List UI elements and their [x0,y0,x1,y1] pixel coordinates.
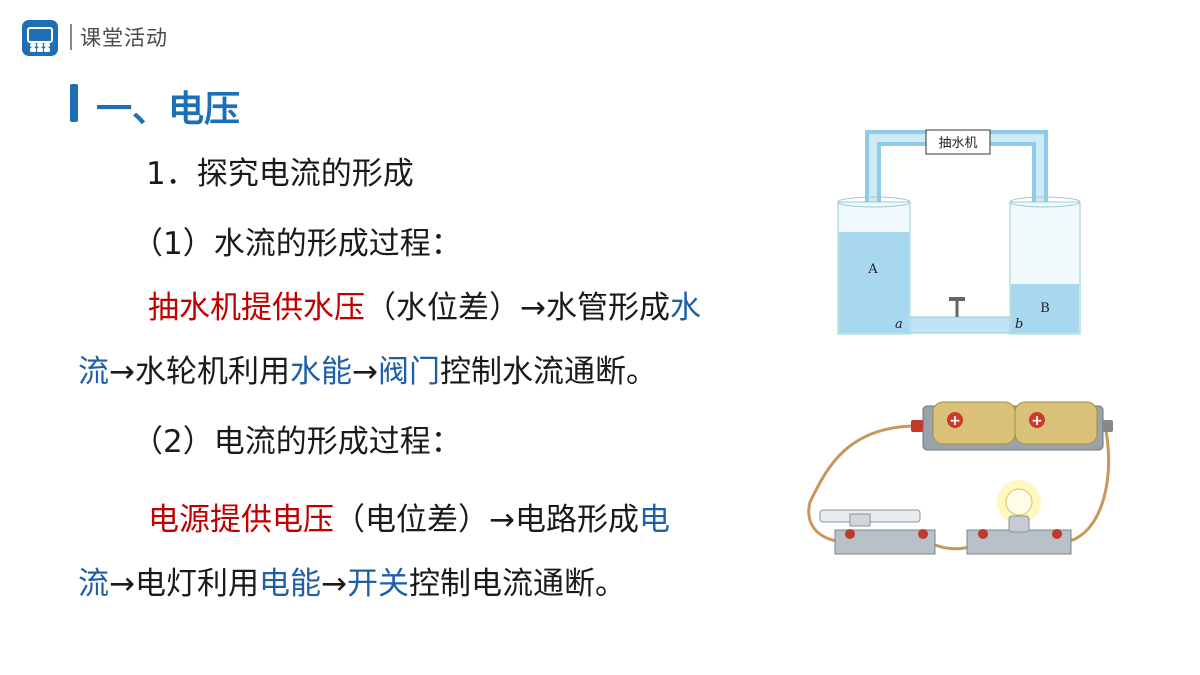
current-phrase-start: 电 [638,502,670,538]
pump-label: 抽水机 [938,136,977,151]
water-flow-phrase-end: 流 [78,354,109,390]
classroom-people-icon [22,20,58,56]
point-b-label: b [1015,317,1023,332]
electric-circuit-diagram: + + [807,401,1113,555]
water-line-1-mid: （水位差）→水管形成 [365,290,670,326]
electric-line-2: 流→电灯利用电能→开关控制电流通断。 [78,564,626,604]
water-flow-phrase-start: 水 [669,290,701,326]
switch-phrase: 开关 [346,566,409,602]
point-a-label: a [895,317,903,332]
electric-line-2-end: 控制电流通断。 [408,566,626,602]
water-line-2-end: 控制水流通断。 [439,354,657,390]
electric-arrow: → [320,566,347,602]
water-subheading: （1）水流的形成过程： [132,226,462,262]
electric-subheading: （2）电流的形成过程： [132,424,462,460]
water-valve-phrase: 阀门 [377,354,440,390]
electric-line-1-mid: （电位差）→电路形成 [334,502,639,538]
water-pressure-phrase: 抽水机提供水压 [148,290,365,326]
water-line-2-a: →水轮机利用 [109,354,290,390]
header-divider [70,24,72,50]
section-heading: 1．探究电流的形成 [146,156,414,192]
voltage-phrase: 电源提供电压 [148,502,334,538]
water-arrow: → [351,354,378,390]
title-accent-bar [70,84,78,122]
header-section-label: 课堂活动 [80,26,168,50]
electric-line-2-a: →电灯利用 [109,566,259,602]
water-line-2: 流→水轮机利用水能→阀门控制水流通断。 [78,352,657,392]
electric-line-1: 电源提供电压（电位差）→电路形成电 [148,500,670,540]
page-title: 一、电压 [96,89,241,130]
electric-energy-phrase: 电能 [258,566,321,602]
tank-a-label: A [867,262,878,277]
water-line-1: 抽水机提供水压（水位差）→水管形成水 [148,288,701,328]
current-phrase-end: 流 [78,566,109,602]
water-system-diagram: 抽水机 A B a b [837,129,1081,335]
water-energy-phrase: 水能 [289,354,352,390]
svg-text:+: + [1031,413,1043,429]
tank-b-label: B [1040,301,1050,316]
svg-text:+: + [949,413,961,429]
